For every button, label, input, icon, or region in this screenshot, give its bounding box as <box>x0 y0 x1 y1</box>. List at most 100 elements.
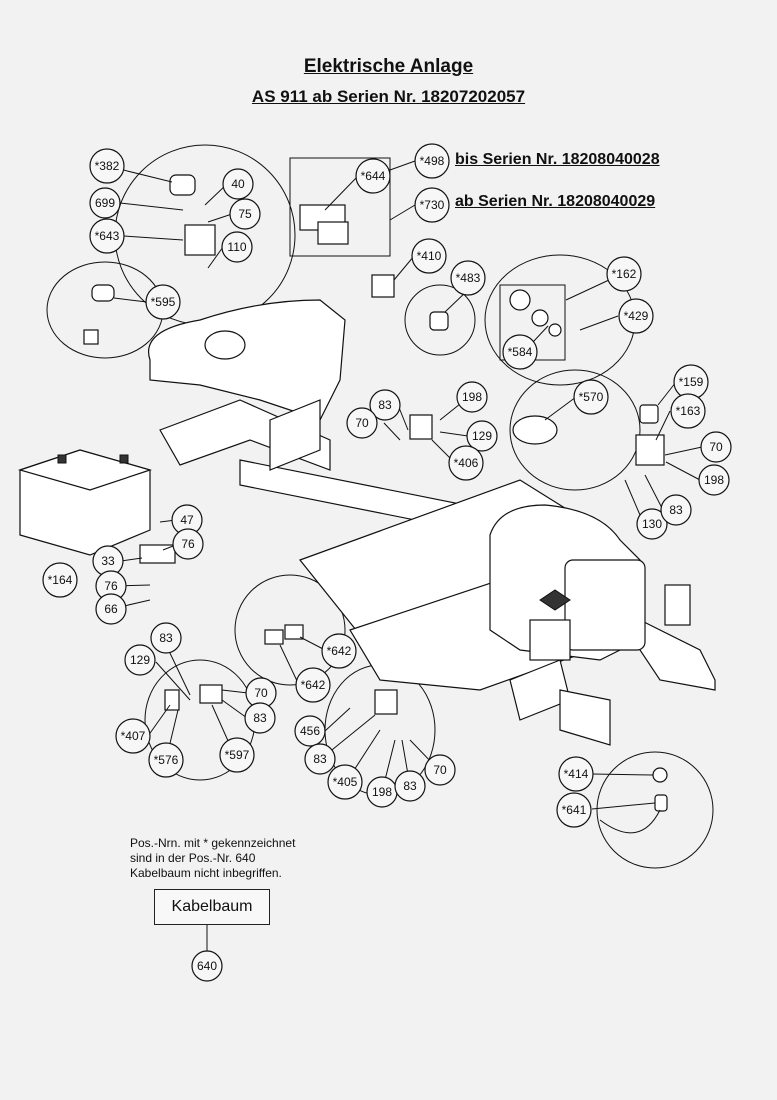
callout-label: *643 <box>95 229 120 243</box>
callout-66: 66 <box>95 593 127 625</box>
callout-star-498: *498 <box>414 143 450 179</box>
callout-83: 83 <box>150 622 182 654</box>
callout-label: 83 <box>669 503 683 517</box>
callout-label: *163 <box>676 404 701 418</box>
callout-circle <box>369 389 401 421</box>
dashboard-hood <box>148 299 346 471</box>
callout-198: 198 <box>456 381 488 413</box>
callout-circle <box>89 218 125 254</box>
serial-after-label: ab Serien Nr. 18208040029 <box>455 193 656 210</box>
callout-label: 70 <box>709 440 723 454</box>
callout-circle <box>450 260 486 296</box>
callout-83: 83 <box>304 743 336 775</box>
callout-circle <box>414 187 450 223</box>
callout-label: 83 <box>313 752 327 766</box>
callout-circle <box>221 231 253 263</box>
callout-label: *570 <box>579 390 604 404</box>
callout-129: 129 <box>124 644 156 676</box>
callout-star-406: *406 <box>448 445 484 481</box>
callout-label: 456 <box>300 724 320 738</box>
detail-bubble-fuse <box>509 369 641 491</box>
callout-circle <box>394 770 426 802</box>
callout-star-644: *644 <box>355 158 391 194</box>
callout-circle <box>229 198 261 230</box>
callout-456: 456 <box>294 715 326 747</box>
callout-circle <box>150 622 182 654</box>
callout-83: 83 <box>369 389 401 421</box>
callout-76: 76 <box>95 570 127 602</box>
callout-circle <box>558 756 594 792</box>
callout-label: 76 <box>104 579 118 593</box>
callout-star-730: *730 <box>414 187 450 223</box>
callout-label: 75 <box>238 207 252 221</box>
detail-bubble-plug <box>46 261 164 359</box>
callout-label: *164 <box>48 573 73 587</box>
callout-circle <box>89 187 121 219</box>
callout-label: 83 <box>159 631 173 645</box>
callout-label: 70 <box>433 763 447 777</box>
callout-label: *641 <box>562 803 587 817</box>
callout-label: *159 <box>679 375 704 389</box>
callout-circle <box>670 393 706 429</box>
page-title: Elektrische Anlage <box>303 56 474 77</box>
callout-star-429: *429 <box>618 298 654 334</box>
callout-640: 640 <box>191 950 223 982</box>
callout-label: 66 <box>104 602 118 616</box>
callout-label: 83 <box>378 398 392 412</box>
callout-circle <box>698 464 730 496</box>
footnote: Pos.-Nrn. mit * gekennzeichnet sind in d… <box>130 836 295 881</box>
leader-lines <box>106 160 703 951</box>
detail-bubble-relay <box>234 574 346 686</box>
callout-76: 76 <box>172 528 204 560</box>
callout-label: *595 <box>151 295 176 309</box>
callout-circle <box>502 334 538 370</box>
callout-label: 198 <box>704 473 724 487</box>
callout-star-641: *641 <box>556 792 592 828</box>
callout-circle <box>414 143 450 179</box>
callout-circle <box>700 431 732 463</box>
callout-circle <box>295 667 331 703</box>
callout-83: 83 <box>394 770 426 802</box>
callout-circle <box>304 743 336 775</box>
kabelbaum-box: Kabelbaum <box>154 889 270 925</box>
footnote-line: Kabelbaum nicht inbegriffen. <box>130 866 282 880</box>
callout-star-405: *405 <box>327 764 363 800</box>
callout-label: *576 <box>154 753 179 767</box>
callout-star-407: *407 <box>115 718 151 754</box>
callout-70: 70 <box>346 407 378 439</box>
callout-star-410: *410 <box>411 238 447 274</box>
page-subtitle: AS 911 ab Serien Nr. 18207202057 <box>251 87 526 106</box>
callout-129: 129 <box>466 420 498 452</box>
callout-label: 70 <box>254 686 268 700</box>
callout-40: 40 <box>222 168 254 200</box>
callout-label: 40 <box>231 177 245 191</box>
callout-130: 130 <box>636 508 668 540</box>
callout-star-159: *159 <box>673 364 709 400</box>
serial-before-label: bis Serien Nr. 18208040028 <box>455 151 660 168</box>
callout-circle <box>172 528 204 560</box>
callout-circle <box>424 754 456 786</box>
callout-70: 70 <box>424 754 456 786</box>
callout-label: 83 <box>403 779 417 793</box>
callout-circle <box>148 742 184 778</box>
callout-circle <box>115 718 151 754</box>
callout-circle <box>95 593 127 625</box>
callout-label: 129 <box>130 653 150 667</box>
callout-label: *483 <box>456 271 481 285</box>
callout-75: 75 <box>229 198 261 230</box>
callout-group: *3824069975*643110*644*498*730*410*483*1… <box>42 143 732 982</box>
callout-198: 198 <box>698 464 730 496</box>
callout-label: 198 <box>462 390 482 404</box>
callout-label: *382 <box>95 159 120 173</box>
callout-circle <box>219 737 255 773</box>
callout-star-483: *483 <box>450 260 486 296</box>
battery <box>17 449 153 556</box>
callout-circle <box>89 148 125 184</box>
callout-83: 83 <box>660 494 692 526</box>
small-parts <box>83 174 691 834</box>
callout-label: 129 <box>472 429 492 443</box>
callout-label: 640 <box>197 959 217 973</box>
callout-label: *498 <box>420 154 445 168</box>
callout-label: *642 <box>327 644 352 658</box>
callout-circle <box>294 715 326 747</box>
